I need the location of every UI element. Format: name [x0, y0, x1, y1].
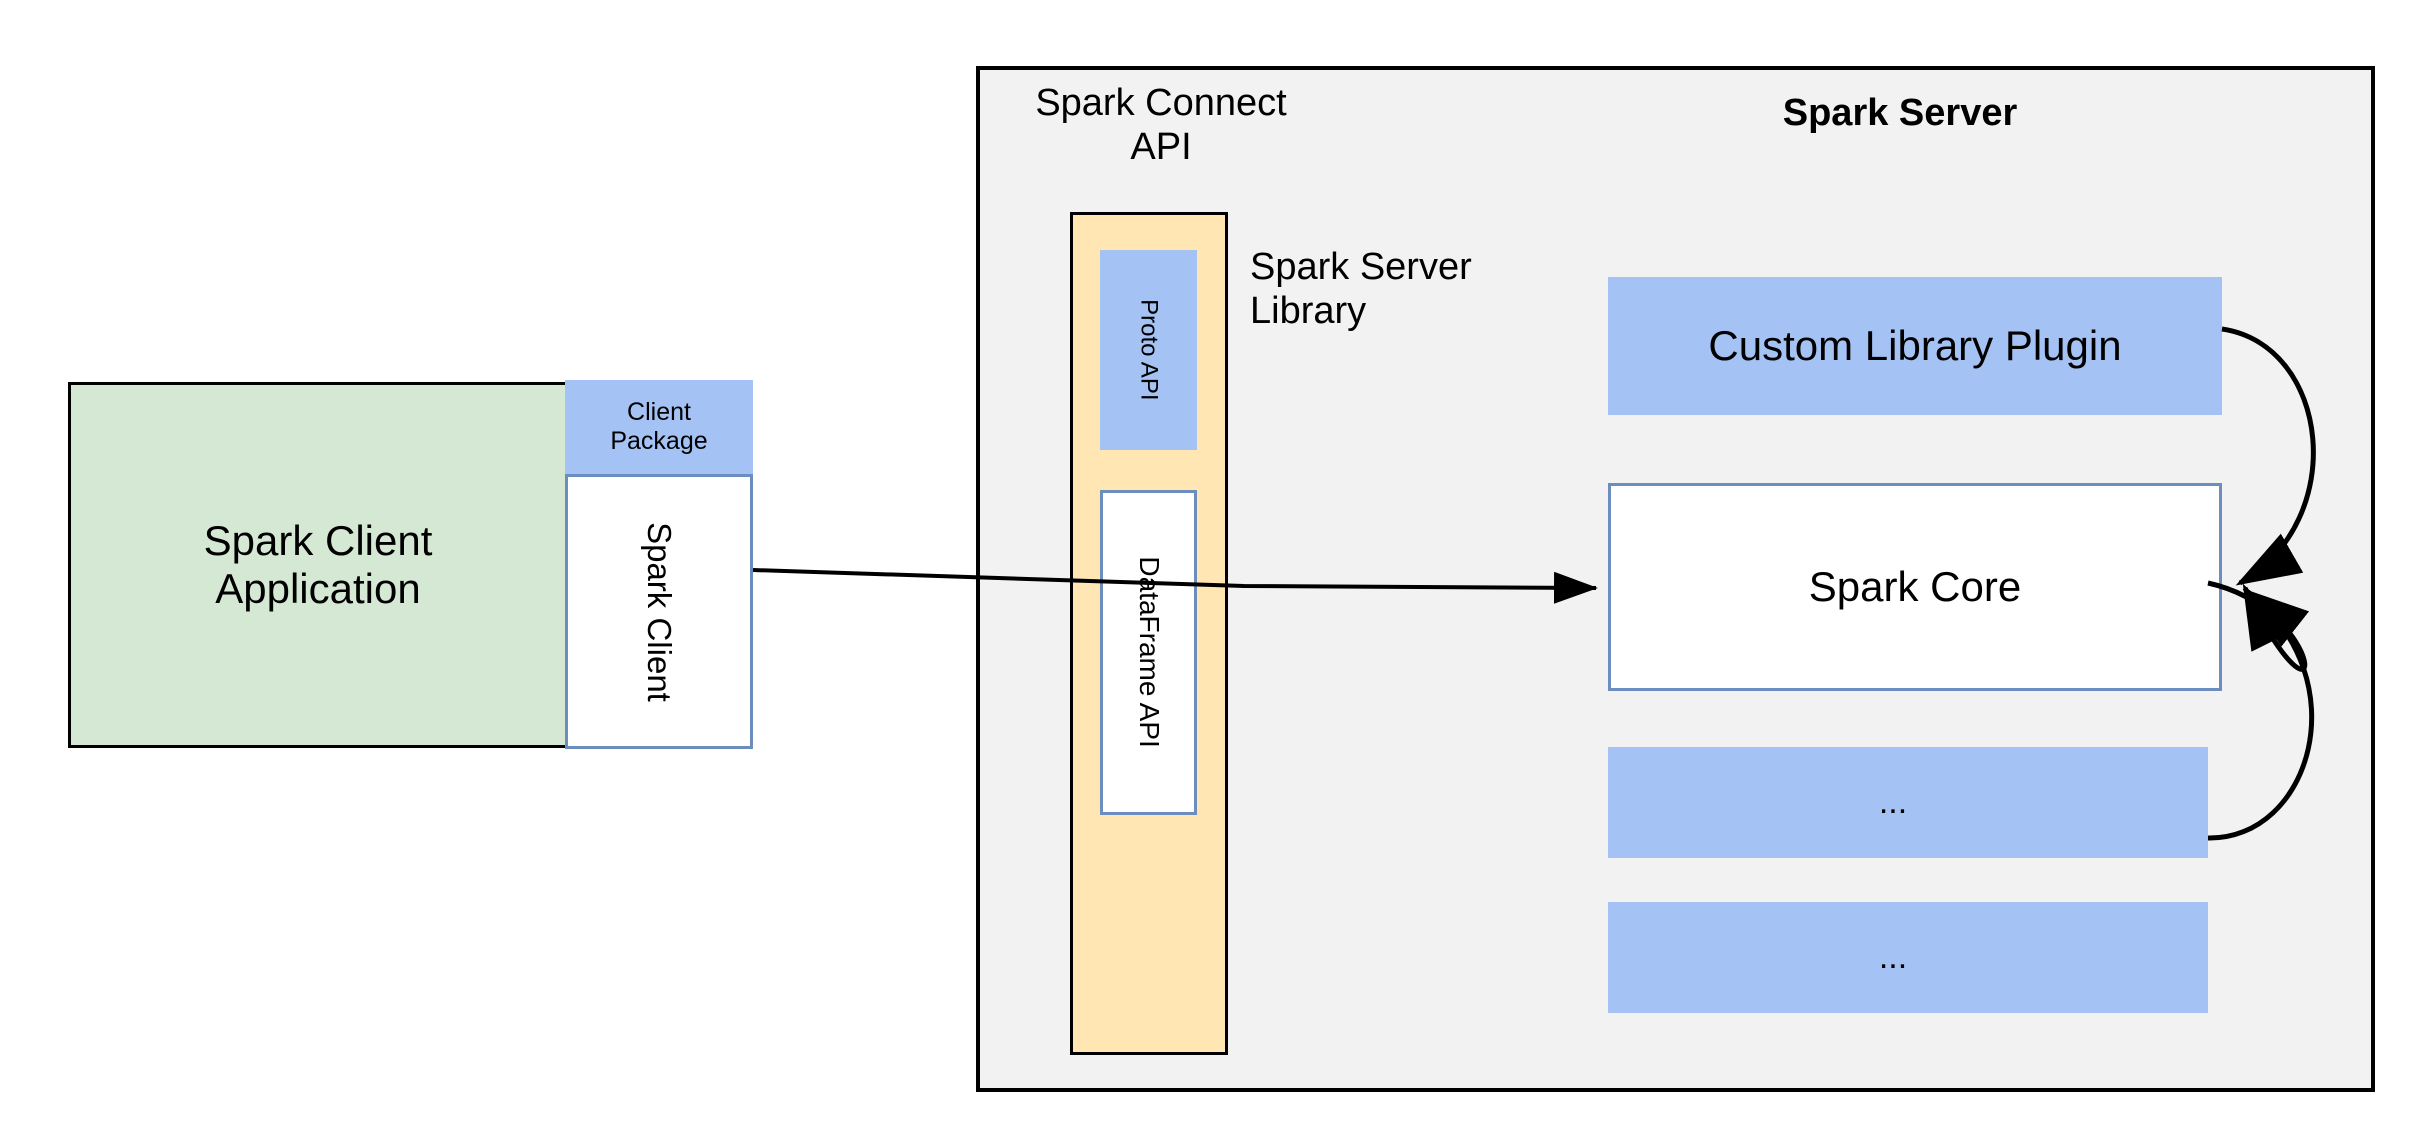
- proto-api-box: Proto API: [1100, 250, 1197, 450]
- client-package-box: Client Package: [565, 380, 753, 474]
- spark-server-title: Spark Server: [1640, 86, 2160, 142]
- spark-client-label: Spark Client: [640, 521, 678, 702]
- spark-client-application-box: Spark Client Application: [68, 382, 568, 748]
- dataframe-api-label: DataFrame API: [1133, 556, 1165, 749]
- custom-library-plugin-box: Custom Library Plugin: [1608, 277, 2222, 415]
- spark-server-library-label: Spark Server Library: [1250, 246, 1580, 342]
- spark-connect-api-label: Spark Connect API: [1016, 66, 1306, 168]
- ellipsis-label-1: ...: [1878, 782, 1908, 821]
- ellipsis-box-2: ...: [1608, 902, 2208, 1013]
- spark-client-box: Spark Client: [565, 474, 753, 749]
- custom-library-plugin-label: Custom Library Plugin: [1708, 321, 2122, 369]
- dataframe-api-box: DataFrame API: [1100, 490, 1197, 815]
- spark-server-title-text: Spark Server: [1782, 92, 2018, 135]
- ellipsis-label-2: ...: [1878, 937, 1908, 976]
- spark-server-library-text: Spark Server Library: [1250, 246, 1472, 332]
- spark-connect-api-text: Spark Connect API: [1035, 82, 1287, 168]
- proto-api-label: Proto API: [1135, 299, 1163, 401]
- spark-core-box: Spark Core: [1608, 483, 2222, 691]
- client-package-label: Client Package: [610, 398, 708, 455]
- spark-client-application-label: Spark Client Application: [203, 516, 433, 612]
- spark-core-label: Spark Core: [1808, 562, 2022, 610]
- ellipsis-box-1: ...: [1608, 747, 2208, 858]
